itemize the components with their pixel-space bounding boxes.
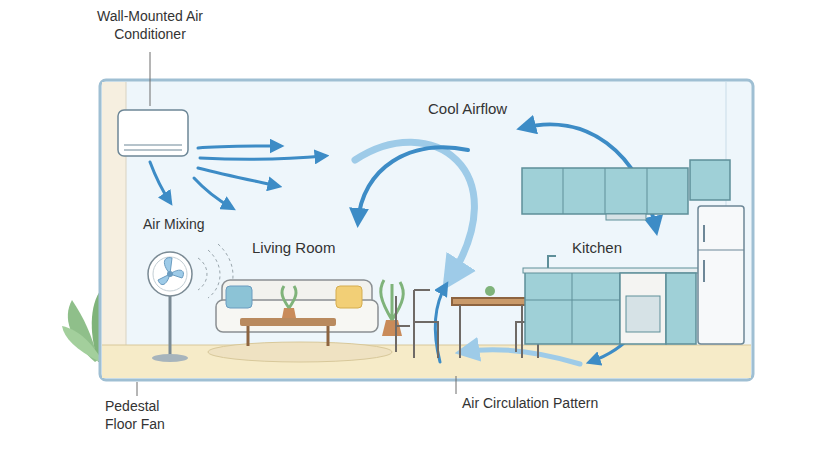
ac-airflow — [150, 146, 325, 208]
living-room-furniture — [208, 280, 403, 362]
leader-line — [456, 376, 457, 394]
leader-line — [137, 382, 138, 396]
kitchen-cabinets — [522, 160, 744, 344]
room-label: Living Room — [252, 239, 335, 258]
room-label: Kitchen — [572, 239, 622, 258]
device-label: Wall-Mounted Air Conditioner — [92, 8, 208, 43]
floor — [102, 345, 751, 378]
circulation-arrows — [355, 124, 656, 364]
leader-line — [150, 52, 151, 106]
pattern-label: Air Circulation Pattern — [462, 395, 598, 413]
room-outline — [100, 80, 753, 380]
airflow-label: Air Mixing — [143, 216, 204, 234]
air-conditioner — [118, 110, 188, 156]
airflow-label: Cool Airflow — [428, 100, 507, 119]
dining-set — [396, 286, 538, 358]
device-label: Pedestal Floor Fan — [105, 398, 191, 433]
